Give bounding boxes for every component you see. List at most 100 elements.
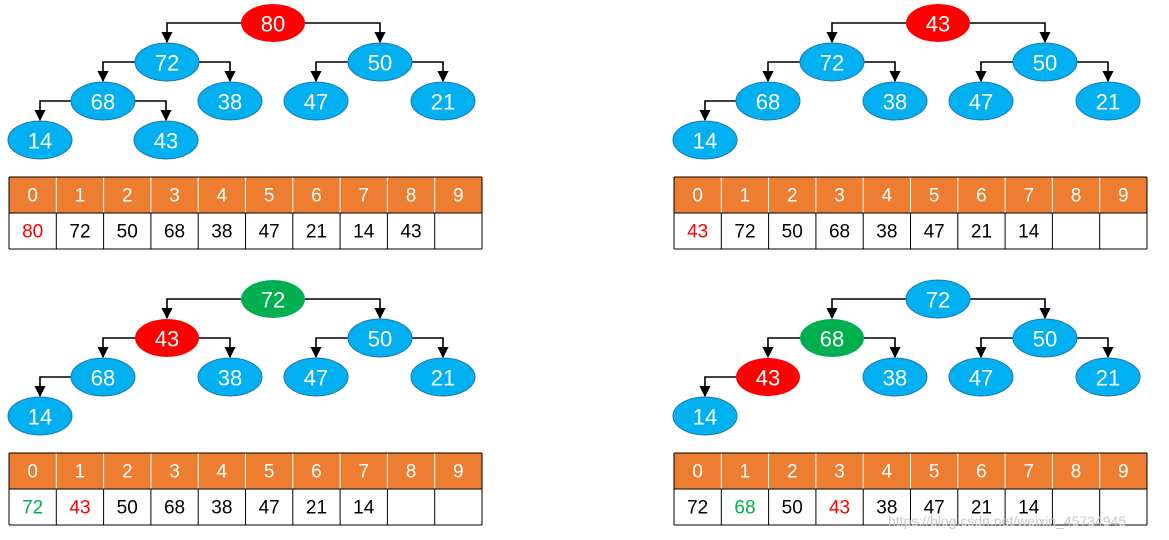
tree-edge-arrow <box>34 100 71 122</box>
node-ellipse <box>7 120 73 160</box>
table-cell-value: 68 <box>164 498 185 519</box>
table-header-index: 2 <box>787 186 798 207</box>
heap-node: 21 <box>410 81 476 121</box>
table-header-index: 4 <box>217 462 228 483</box>
node-ellipse <box>410 357 476 397</box>
table-cell-value: 50 <box>117 222 138 243</box>
table-header-index: 3 <box>834 462 845 483</box>
node-value: 50 <box>368 51 392 76</box>
table-header-index: 4 <box>882 462 893 483</box>
table-cell-value: 14 <box>1018 222 1040 243</box>
table-header-index: 5 <box>264 186 275 207</box>
table-header-index: 2 <box>787 462 798 483</box>
tree-edge-arrow <box>699 376 736 398</box>
node-value: 72 <box>155 51 179 76</box>
tree-edges <box>34 298 449 398</box>
node-value: 43 <box>926 12 950 37</box>
node-value: 21 <box>1096 366 1120 391</box>
node-ellipse <box>736 358 800 396</box>
tree-edges <box>699 298 1114 398</box>
node-value: 14 <box>28 129 52 154</box>
node-value: 72 <box>261 288 285 313</box>
table-header-index: 2 <box>122 462 133 483</box>
heap-node: 68 <box>735 81 801 121</box>
node-ellipse <box>799 42 865 82</box>
table-cell-value: 50 <box>117 498 138 519</box>
tree-edge-arrow <box>864 61 901 83</box>
table-header-index: 9 <box>453 186 464 207</box>
node-ellipse <box>197 357 263 397</box>
table-cell-value: 50 <box>782 222 803 243</box>
watermark-text: https://blog.csdn.net/weixin_45734945 <box>888 513 1126 529</box>
node-ellipse <box>134 42 200 82</box>
table-cell-value: 43 <box>400 222 421 243</box>
heap-node: 47 <box>283 81 349 121</box>
table-cell-value: 21 <box>306 498 327 519</box>
table-cell-value: 80 <box>22 222 43 243</box>
node-ellipse <box>906 4 970 42</box>
table-cell-value: 21 <box>306 222 327 243</box>
table-header-index: 7 <box>358 462 369 483</box>
tree-edge-arrow <box>864 337 901 359</box>
table-cell-value: 38 <box>211 498 232 519</box>
tree-edge-arrow <box>305 298 386 320</box>
table-cell-value: 14 <box>1018 498 1040 519</box>
heap-node: 72 <box>241 280 305 318</box>
node-ellipse <box>283 357 349 397</box>
node-ellipse <box>283 81 349 121</box>
table-header-index: 8 <box>406 186 417 207</box>
node-ellipse <box>862 81 928 121</box>
tree-edge-arrow <box>135 100 172 122</box>
table-cell-value: 43 <box>687 222 708 243</box>
table-cell-value: 72 <box>69 222 90 243</box>
tree-edge-arrow <box>161 298 241 320</box>
node-value: 43 <box>756 366 780 391</box>
node-ellipse <box>862 357 928 397</box>
tree-edge-arrow <box>970 298 1051 320</box>
table-cell-value: 72 <box>687 498 708 519</box>
tree-edge-arrow <box>97 61 135 83</box>
tree-edge-arrow <box>34 376 71 398</box>
tree-edges <box>699 22 1114 122</box>
heap-node: 43 <box>135 319 199 357</box>
table-header-index: 7 <box>1023 186 1034 207</box>
node-ellipse <box>735 81 801 121</box>
table-cell-value: 47 <box>924 498 945 519</box>
table-header-index: 1 <box>75 186 86 207</box>
node-value: 47 <box>304 90 328 115</box>
node-value: 72 <box>926 288 950 313</box>
table-header-index: 6 <box>976 186 987 207</box>
table-header-index: 8 <box>1071 462 1082 483</box>
table-header-index: 5 <box>264 462 275 483</box>
heap-node: 68 <box>800 319 864 357</box>
heap-node: 50 <box>347 42 413 82</box>
tree-edge-arrow <box>975 337 1013 359</box>
node-ellipse <box>1012 318 1078 358</box>
node-ellipse <box>1075 81 1141 121</box>
node-ellipse <box>800 319 864 357</box>
table-header-index: 5 <box>929 186 940 207</box>
table-header-index: 1 <box>740 186 751 207</box>
node-value: 38 <box>218 366 242 391</box>
node-ellipse <box>410 81 476 121</box>
node-value: 21 <box>431 366 455 391</box>
table-header-index: 9 <box>453 462 464 483</box>
tree-edge-arrow <box>1077 61 1114 83</box>
table-header-index: 8 <box>406 462 417 483</box>
node-ellipse <box>1012 42 1078 82</box>
tree-edge-arrow <box>762 61 800 83</box>
heap-node: 38 <box>862 81 928 121</box>
tree-edge-arrow <box>699 100 736 122</box>
table-header-index: 3 <box>169 462 180 483</box>
table-header-index: 2 <box>122 186 133 207</box>
table-cell-value: 38 <box>876 498 897 519</box>
node-value: 21 <box>431 90 455 115</box>
node-ellipse <box>241 280 305 318</box>
table-header-index: 6 <box>311 462 322 483</box>
table-header-index: 6 <box>976 462 987 483</box>
node-ellipse <box>672 396 738 436</box>
